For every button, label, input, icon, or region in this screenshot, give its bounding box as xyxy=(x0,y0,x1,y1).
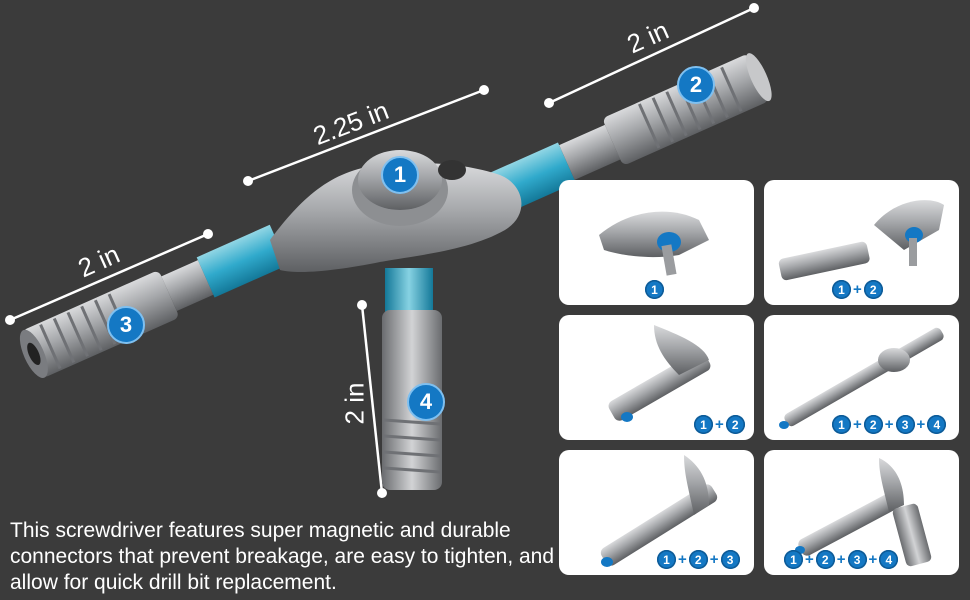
config-illustration xyxy=(600,455,718,567)
config-combo: 1 xyxy=(645,280,664,299)
config-illustration xyxy=(778,200,944,281)
dimension-endpoints xyxy=(5,3,759,498)
config-illustration xyxy=(599,211,709,276)
ratchet-body xyxy=(270,150,522,273)
part-4-badge: 4 xyxy=(407,383,445,421)
dimension-lines xyxy=(9,6,755,494)
description-text: This screwdriver features super magnetic… xyxy=(10,519,555,594)
config-illustration xyxy=(779,327,944,429)
config-card-6: 1+2+3+4 xyxy=(764,450,959,575)
config-illustration xyxy=(795,458,932,567)
part-3-badge: 3 xyxy=(107,306,145,344)
part-1-badge: 1 xyxy=(381,156,419,194)
config-card-1: 1 xyxy=(559,180,754,305)
config-card-5: 1+2+3 xyxy=(559,450,754,575)
dimension-bottom-arm: 2 in xyxy=(339,382,370,425)
config-card-2: 1+2 xyxy=(764,180,959,305)
config-illustration xyxy=(608,325,711,422)
config-card-3: 1+2 xyxy=(559,315,754,440)
config-card-4: 1+2+3+4 xyxy=(764,315,959,440)
left-handle xyxy=(19,224,288,378)
part-2-badge: 2 xyxy=(677,66,715,104)
bottom-handle xyxy=(382,268,442,490)
